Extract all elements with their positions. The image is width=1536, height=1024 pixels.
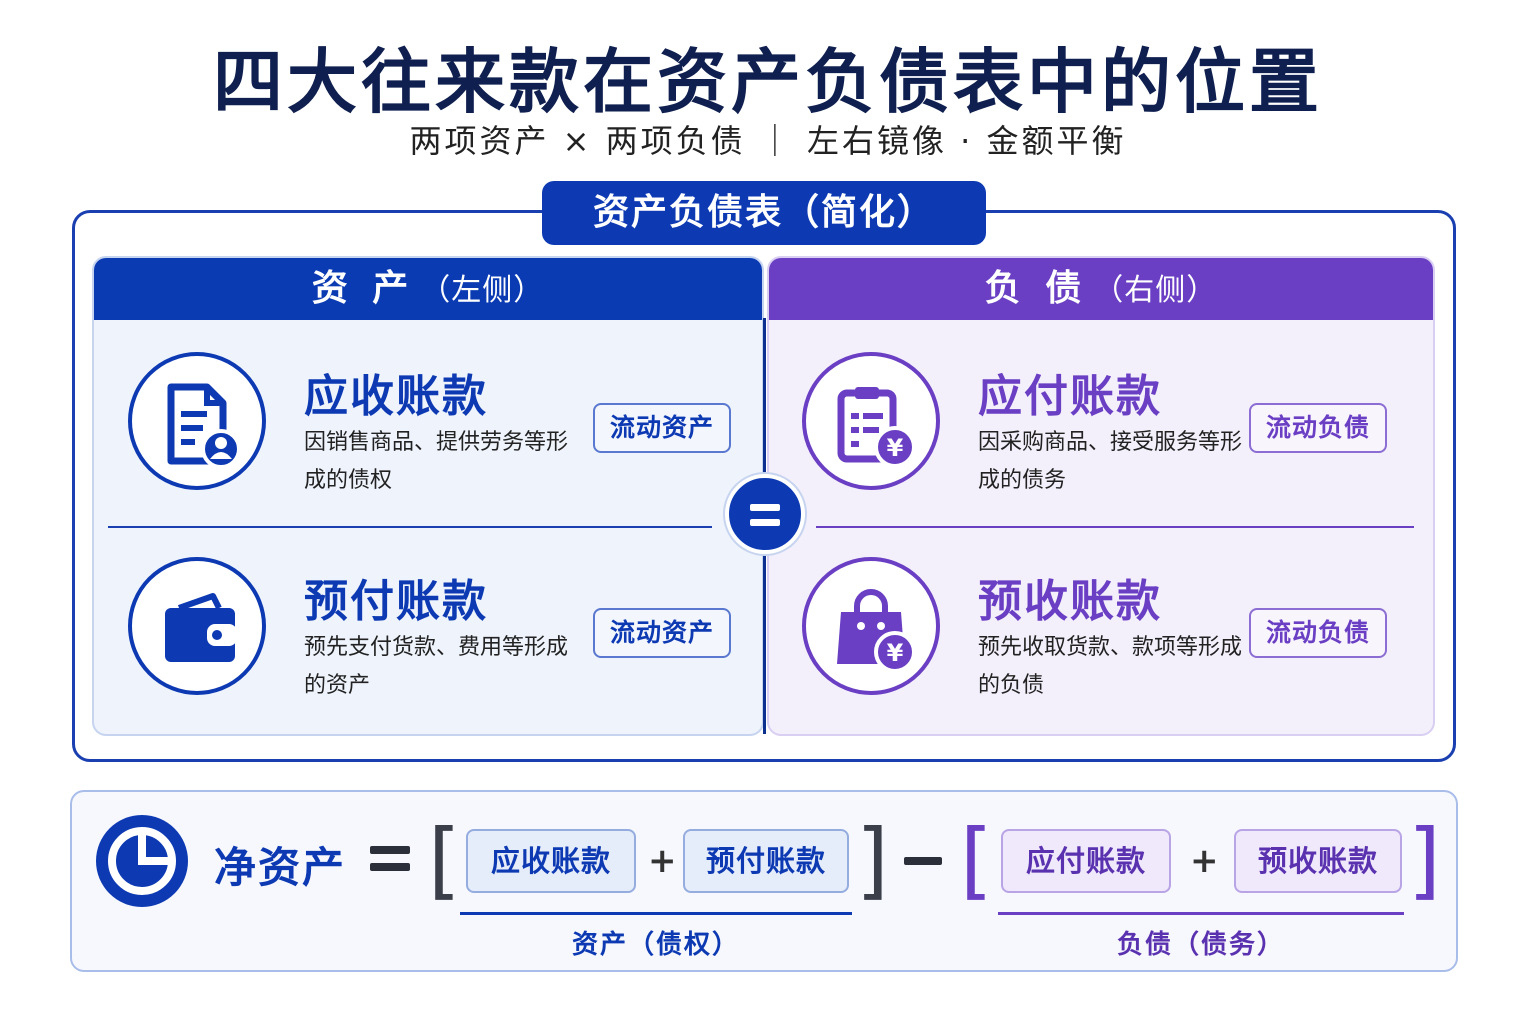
liabilities-side: （右侧）: [1093, 273, 1218, 308]
assets-row-divider: [108, 526, 712, 528]
formula-minus-icon: [904, 857, 942, 865]
formula-plus: +: [1190, 841, 1219, 881]
item-name-receivable: 应收账款: [304, 371, 488, 422]
liabilities-right-bracket: ]: [1408, 811, 1441, 909]
item-desc-prepaid: 预先支付货款、费用等形成的资产: [304, 635, 569, 698]
assets-side: （左侧）: [420, 273, 545, 308]
badge-current-liability: 流动负债: [1249, 608, 1387, 658]
liabilities-left-bracket: [: [960, 811, 993, 909]
formula-term-receivable: 应收账款: [466, 829, 636, 893]
item-desc-payable: 因采购商品、接受服务等形成的债务: [978, 430, 1243, 493]
item-name-payable: 应付账款: [978, 371, 1162, 422]
svg-text:¥: ¥: [887, 434, 904, 462]
formula-term-advance-received: 预收账款: [1234, 829, 1402, 893]
liabilities-header: 负 债（右侧）: [769, 258, 1433, 320]
shopping-bag-yen-icon: ¥: [802, 557, 940, 695]
formula-term-prepaid: 预付账款: [683, 829, 849, 893]
badge-current-asset: 流动资产: [593, 608, 731, 658]
formula-plus: +: [648, 841, 677, 881]
liabilities-caption: 负债（债务）: [1116, 930, 1285, 960]
net-assets-label: 净资产: [214, 843, 347, 892]
equals-icon: [725, 474, 805, 554]
assets-right-bracket: ]: [856, 811, 889, 909]
svg-text:¥: ¥: [887, 639, 904, 667]
liabilities-heading: 负 债: [984, 268, 1088, 309]
assets-underline: [460, 912, 852, 915]
badge-current-asset: 流动资产: [593, 403, 731, 453]
balance-sheet-tab: 资产负债表（简化）: [542, 181, 986, 245]
assets-header: 资 产（左侧）: [94, 258, 762, 320]
clipboard-yen-icon: ¥: [802, 352, 940, 490]
item-name-advance-received: 预收账款: [978, 576, 1162, 627]
item-desc-advance-received: 预先收取货款、款项等形成的负债: [978, 635, 1243, 698]
assets-caption: 资产（债权）: [571, 930, 740, 960]
assets-left-bracket: [: [428, 811, 461, 909]
badge-current-liability: 流动负债: [1249, 403, 1387, 453]
pie-chart-icon: [96, 815, 188, 907]
document-user-icon: [128, 352, 266, 490]
assets-heading: 资 产: [311, 268, 415, 309]
item-desc-receivable: 因销售商品、提供劳务等形成的债权: [304, 430, 569, 493]
liabilities-row-divider: [816, 526, 1414, 528]
formula-term-payable: 应付账款: [1001, 829, 1171, 893]
page-title: 四大往来款在资产负债表中的位置: [213, 41, 1323, 123]
formula-equals-icon: [370, 846, 410, 880]
liabilities-underline: [998, 912, 1404, 915]
page-subtitle: 两项资产 × 两项负债 ｜ 左右镜像 · 金额平衡: [409, 122, 1127, 160]
wallet-icon: [128, 557, 266, 695]
item-name-prepaid: 预付账款: [304, 576, 488, 627]
